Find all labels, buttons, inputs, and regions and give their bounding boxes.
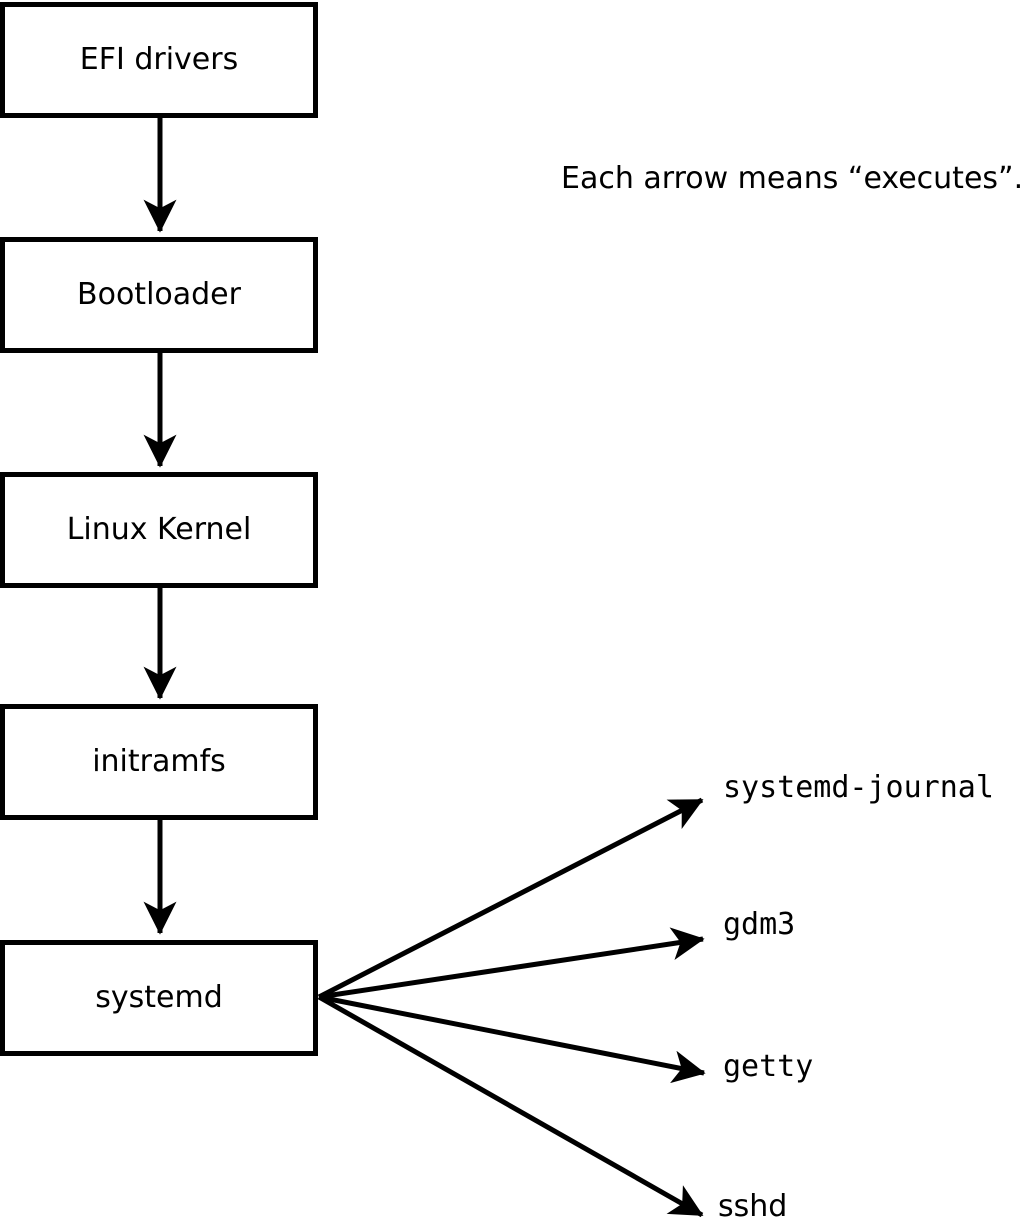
flow-node-linux-kernel: Linux Kernel bbox=[0, 472, 318, 588]
flow-node-efi-drivers: EFI drivers bbox=[0, 2, 318, 118]
arrow-systemd-to-sshd bbox=[317, 994, 704, 1218]
spawned-process-systemd-journal: systemd-journal bbox=[723, 770, 994, 805]
flow-node-bootloader: Bootloader bbox=[0, 237, 318, 353]
initramfs-label: initramfs bbox=[92, 744, 226, 779]
arrow-systemd-to-gdm3 bbox=[318, 927, 705, 1000]
systemd-label: systemd bbox=[95, 980, 223, 1015]
flow-node-systemd: systemd bbox=[0, 940, 318, 1056]
efi-drivers-label: EFI drivers bbox=[79, 42, 239, 77]
flow-node-initramfs: initramfs bbox=[0, 704, 318, 820]
bootloader-label: Bootloader bbox=[77, 277, 241, 312]
arrow-legend-note: Each arrow means “executes”. bbox=[561, 161, 1023, 196]
spawned-process-gdm3: gdm3 bbox=[723, 907, 796, 942]
linux-kernel-label: Linux Kernel bbox=[66, 512, 252, 547]
arrow-systemd-to-getty bbox=[318, 994, 706, 1084]
spawned-process-sshd: sshd bbox=[718, 1189, 788, 1224]
spawned-process-getty: getty bbox=[723, 1049, 814, 1084]
arrow-systemd-to-journal bbox=[317, 797, 704, 1000]
